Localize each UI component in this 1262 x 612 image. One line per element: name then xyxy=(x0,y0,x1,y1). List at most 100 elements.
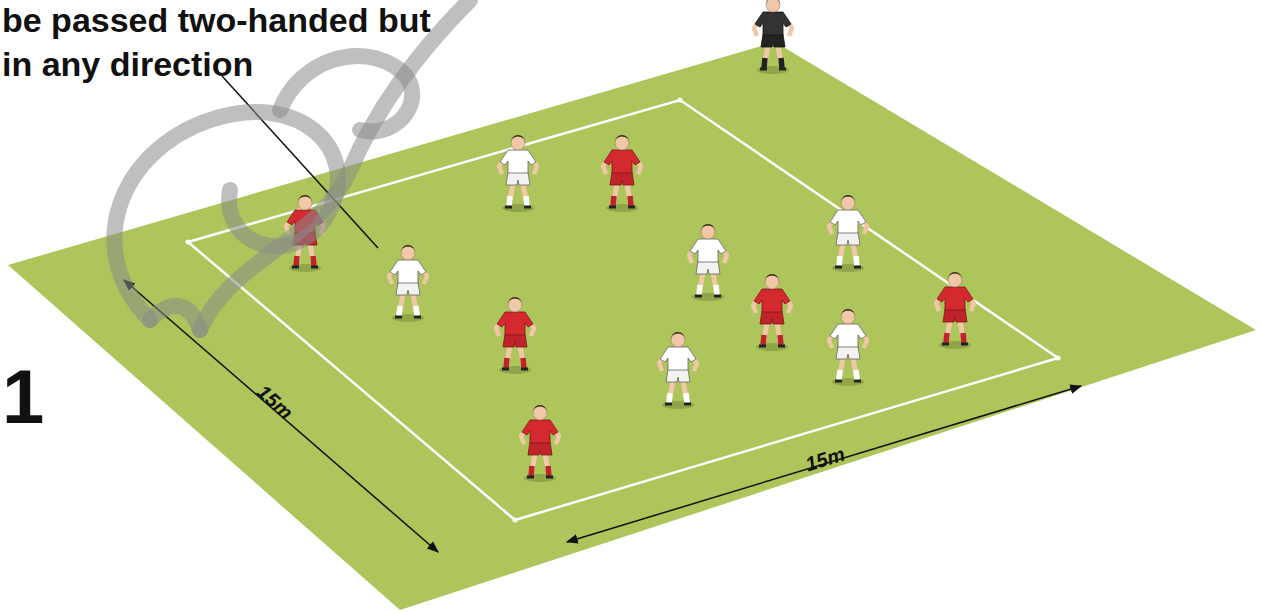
step-number: 1 xyxy=(2,352,62,442)
legs xyxy=(839,244,857,266)
shirt xyxy=(755,12,791,35)
shirt xyxy=(390,260,426,283)
shorts xyxy=(696,261,720,274)
socks xyxy=(946,333,964,343)
boots xyxy=(505,206,531,209)
players xyxy=(286,0,974,482)
cone xyxy=(678,98,683,103)
shorts xyxy=(503,334,527,347)
shirt xyxy=(690,239,726,262)
head xyxy=(671,333,685,347)
boots xyxy=(502,368,528,371)
shorts xyxy=(836,232,860,245)
hair xyxy=(766,0,780,4)
player-figure xyxy=(286,195,324,272)
shirt xyxy=(660,347,696,370)
socks xyxy=(699,285,717,295)
legs xyxy=(613,184,631,206)
legs xyxy=(839,358,857,380)
hair xyxy=(841,195,855,202)
shorts xyxy=(943,309,967,322)
socks xyxy=(839,256,857,266)
socks xyxy=(296,256,314,266)
shorts xyxy=(396,282,420,295)
boots xyxy=(609,206,635,209)
boots xyxy=(942,343,968,346)
watermark-swirl xyxy=(114,0,470,330)
boots xyxy=(759,345,785,348)
legs xyxy=(699,273,717,295)
player-figure xyxy=(389,245,427,322)
socks xyxy=(399,306,417,316)
boots xyxy=(695,295,721,298)
cone xyxy=(186,240,191,245)
head xyxy=(765,275,779,289)
shirt xyxy=(754,289,790,312)
head xyxy=(948,273,962,287)
socks xyxy=(506,358,524,368)
hair xyxy=(298,195,312,202)
legs xyxy=(509,184,527,206)
grass-area xyxy=(8,42,1256,610)
coaching-note: be passed two-handed but in any directio… xyxy=(2,0,452,86)
player-figure xyxy=(659,332,697,409)
shirt xyxy=(937,287,973,310)
hair xyxy=(765,274,779,281)
legs xyxy=(399,294,417,316)
shorts xyxy=(836,346,860,359)
player-figure xyxy=(603,135,641,212)
head xyxy=(841,310,855,324)
head xyxy=(508,298,522,312)
hair xyxy=(533,405,547,412)
legs xyxy=(296,244,314,266)
socks xyxy=(764,58,782,68)
head xyxy=(766,0,780,12)
hair xyxy=(615,135,629,142)
referee-figure xyxy=(754,0,792,74)
shorts xyxy=(610,172,634,185)
shirt xyxy=(830,210,866,233)
boots xyxy=(760,68,786,71)
leader-line xyxy=(222,76,378,248)
head xyxy=(401,246,415,260)
player-figure xyxy=(521,405,559,482)
shirt xyxy=(500,150,536,173)
boots xyxy=(835,266,861,269)
player-figure xyxy=(496,297,534,374)
grid-square xyxy=(188,100,1058,520)
cone-markers xyxy=(186,98,1061,523)
boots xyxy=(835,380,861,383)
hair xyxy=(841,309,855,316)
dimension-arrow xyxy=(124,280,438,552)
player-figure xyxy=(753,274,791,351)
player-figure xyxy=(829,195,867,272)
shirt xyxy=(287,210,323,233)
cone xyxy=(1056,356,1061,361)
head xyxy=(701,225,715,239)
player-figure xyxy=(499,135,537,212)
dimension-arrow xyxy=(567,386,1081,542)
legs xyxy=(669,381,687,403)
shorts xyxy=(666,369,690,382)
socks xyxy=(763,335,781,345)
shirt xyxy=(497,312,533,335)
shirt xyxy=(604,150,640,173)
hair xyxy=(508,297,522,304)
cone xyxy=(513,518,518,523)
hair xyxy=(511,135,525,142)
hair xyxy=(671,332,685,339)
shirt xyxy=(522,420,558,443)
socks xyxy=(613,196,631,206)
shorts xyxy=(761,34,785,47)
hair xyxy=(701,224,715,231)
shorts xyxy=(528,442,552,455)
shirt xyxy=(830,324,866,347)
shorts xyxy=(293,232,317,245)
head xyxy=(615,136,629,150)
socks xyxy=(669,393,687,403)
player-figure xyxy=(936,272,974,349)
head xyxy=(511,136,525,150)
